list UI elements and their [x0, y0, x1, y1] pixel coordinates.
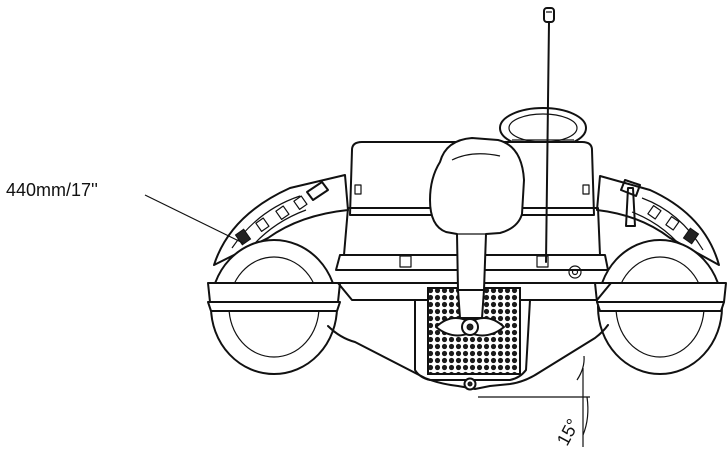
left-tube-pontoon — [207, 174, 349, 375]
deadrise-angle-label: 15° — [553, 415, 583, 448]
outboard-motor — [429, 137, 525, 337]
tube-diameter-callout: 440mm/17'' — [6, 180, 244, 244]
tube-diameter-label: 440mm/17'' — [6, 180, 98, 200]
antenna — [543, 7, 555, 263]
right-tube-pontoon — [594, 175, 727, 375]
